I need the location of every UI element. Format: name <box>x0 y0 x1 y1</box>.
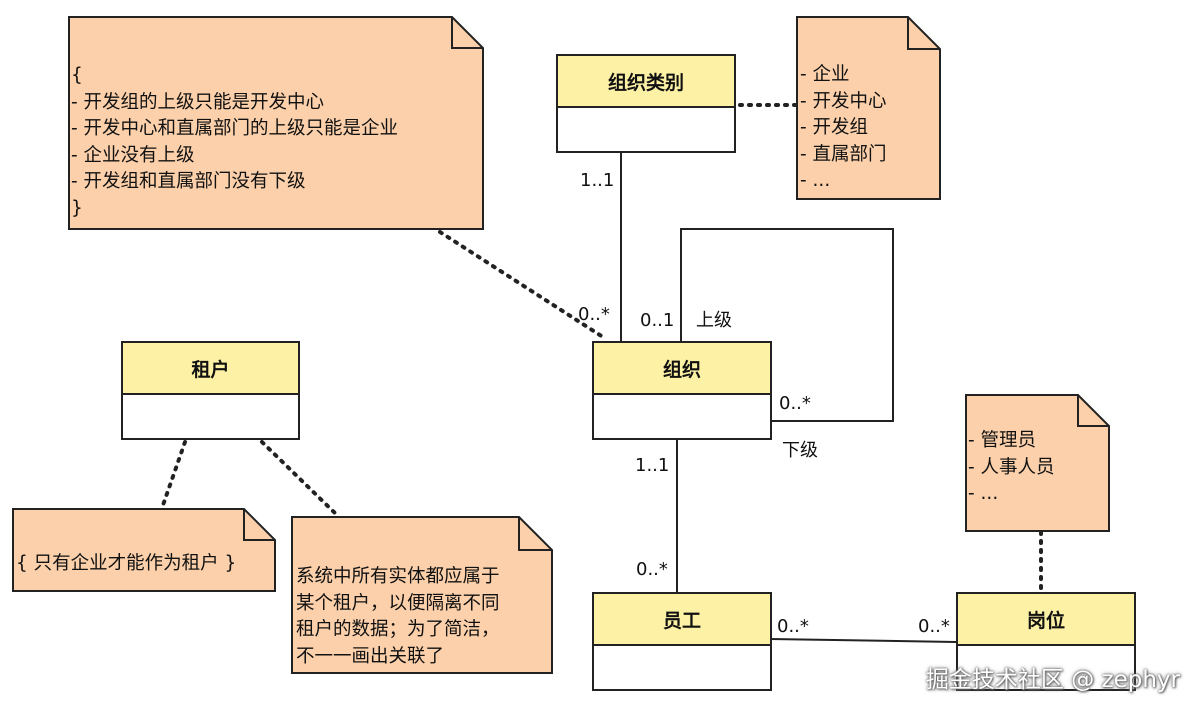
note-shape <box>68 16 484 230</box>
note-constraints: { - 开发组的上级只能是开发中心 - 开发中心和直属部门的上级只能是企业 - … <box>68 16 484 230</box>
note-tenant-scope: 系统中所有实体都应属于 某个租户，以便隔离不同 租户的数据；为了简洁， 不一一画… <box>291 516 553 674</box>
note-shape <box>965 394 1110 532</box>
class-org-name: 组织 <box>594 343 770 395</box>
class-org-category-name: 组织类别 <box>558 56 734 108</box>
mult-org-employee-bottom: 0..* <box>636 559 668 580</box>
note-tenant-rule: { 只有企业才能作为租户 } <box>12 508 276 592</box>
class-position-name: 岗位 <box>958 594 1134 646</box>
class-position[interactable]: 岗位 <box>956 592 1136 691</box>
role-org-child: 下级 <box>782 440 818 461</box>
mult-employee-position-left: 0..* <box>777 616 809 637</box>
note-position-values: - 管理员 - 人事人员 - ... <box>965 394 1110 532</box>
class-tenant[interactable]: 租户 <box>121 341 300 440</box>
note-shape <box>796 16 941 200</box>
note-tenant-rule-text: { 只有企业才能作为租户 } <box>16 553 237 574</box>
role-org-parent: 上级 <box>696 310 732 331</box>
class-employee[interactable]: 员工 <box>592 592 772 691</box>
mult-category-org-bottom: 0..* <box>578 304 610 325</box>
class-org-category[interactable]: 组织类别 <box>556 54 736 153</box>
note-category-values: - 企业 - 开发中心 - 开发组 - 直属部门 - ... <box>796 16 941 200</box>
note-category-values-text: - 企业 - 开发中心 - 开发组 - 直属部门 - ... <box>800 64 887 191</box>
mult-org-child: 0..* <box>779 393 811 414</box>
note-position-values-text: - 管理员 - 人事人员 - ... <box>968 430 1055 504</box>
note-tenant-scope-text: 系统中所有实体都应属于 某个租户，以便隔离不同 租户的数据；为了简洁， 不一一画… <box>296 566 500 667</box>
mult-category-org-top: 1..1 <box>580 170 615 191</box>
watermark: 掘金技术社区 @ zephyr <box>925 667 1180 693</box>
mult-org-employee-top: 1..1 <box>635 455 670 476</box>
note-shape <box>291 516 553 674</box>
class-tenant-name: 租户 <box>123 343 298 395</box>
anchor-tenant-scope-note <box>260 440 340 518</box>
note-constraints-text: { - 开发组的上级只能是开发中心 - 开发中心和直属部门的上级只能是企业 - … <box>71 65 399 219</box>
assoc-employee-position <box>769 638 957 643</box>
note-shape <box>12 508 276 592</box>
class-employee-name: 员工 <box>594 594 770 646</box>
mult-employee-position-right: 0..* <box>918 616 950 637</box>
anchor-tenant-rule-note <box>160 440 187 510</box>
class-org[interactable]: 组织 <box>592 341 772 440</box>
mult-org-parent: 0..1 <box>640 310 675 331</box>
